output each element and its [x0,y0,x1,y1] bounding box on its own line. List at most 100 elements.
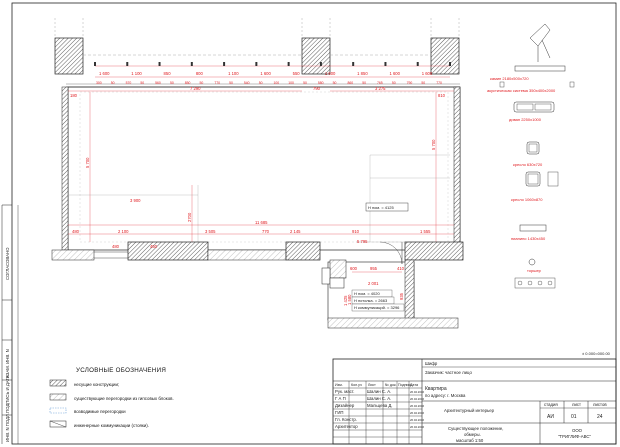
dim-top-small: 540 [244,81,250,85]
agreed-label: СОГЛАСОВАНО [5,247,10,280]
sheet-title-3: масштаб 1:50 [456,438,484,443]
room-height-label: H пом. = 4125 [368,205,394,210]
column-bottom-left [127,241,209,261]
dim-bottom: 3 505 [205,229,216,234]
furniture-armchair-2: кресло 1060х870 [511,197,543,202]
dim-top-small: 580 [318,81,324,85]
person-date: 26.02.2016 [410,397,424,401]
dim-bottom: 2 100 [118,229,129,234]
person-date: 26.02.2016 [410,390,424,394]
dim-top-small: 50 [200,81,204,85]
sheets-label: листов [593,402,607,407]
legend: УСЛОВНЫЕ ОБОЗНАЧЕНИЯ несущие конструкции… [49,367,174,428]
dim-top-small: 50 [362,81,366,85]
side-stamp: СОГЛАСОВАНО ИНВ. N ПОДЛ. ПОДПИСЬ И ДАТА … [1,204,19,444]
dim-right-vertical: 5 700 [431,139,436,150]
object-line2: по адресу: г. Москва [425,393,466,398]
sheet-label: лист [572,402,581,407]
dim-top-small: 50 [229,81,233,85]
legend-swatch-new-walls [49,407,67,414]
title-col-header: Кол.уч [351,383,362,387]
dim-bottom: 480 [72,229,80,234]
legend-item-risers: инженерные коммуникации (стояки). [74,423,149,428]
furniture-sofa: диван 2250х1000 [509,117,542,122]
dim-top-small: 50 [333,81,337,85]
dim-410: 410 [397,266,405,271]
dim-480: 480 [112,244,120,249]
armchair-shape-2 [525,171,541,187]
sofa-shape [513,101,555,113]
dim-mid-vertical: 2700 [187,212,192,222]
comm-height: H коммуникаций. = 3296 [354,305,400,310]
elevation-mark: ± 0.000=000.00 [582,351,611,356]
dim-top-red: 1 100 [228,71,239,76]
sheet-frame [11,2,617,445]
stage-label: стадия [544,402,558,407]
dim-450: 450 [150,244,158,249]
dim-top-small: 50 [170,81,174,85]
dim-top-red: 1 100 [131,71,142,76]
table-shape [514,277,556,289]
furniture-floor-lamp: торшер [527,268,542,273]
dim-top-small: 560 [155,81,161,85]
person-name: Шалин С. А. [367,396,391,401]
dim-top-small: 50 [392,81,396,85]
dim-top-red: 1 850 [357,71,368,76]
furniture-panel: камин 2180х500х720 акустическая система … [487,23,575,289]
dim-top-small: 770 [214,81,220,85]
piano-shape [519,224,547,232]
lamp-sketch [529,23,551,62]
dim-overall-mid: 790 [313,86,321,91]
person-name: Мальцева Д. [367,403,393,408]
dim-5795: 5 795 [357,239,368,244]
sheet-value: 01 [571,414,577,420]
legend-title: УСЛОВНЫЕ ОБОЗНАЧЕНИЯ [76,367,166,374]
legend-item-gypsum: существующие перегородки из гипсовых бло… [74,396,174,401]
inv-num-label: ИНВ. N ПОДЛ. [5,413,10,442]
person-role: Архитектор [335,424,358,429]
title-col-header: Дата [410,383,418,387]
dim-bottom: 910 [352,229,360,234]
furniture-armchair-1: кресло 630х720 [513,162,543,167]
floor-lamp-shape [528,258,536,266]
dim-bottom: 2 145 [290,229,301,234]
dim-top-red: 1 600 [389,71,400,76]
person-role: Гл. Констр. [335,417,357,422]
dim-overall-left: 7 290 [190,86,201,91]
dim-top-red: 1 600 [422,71,433,76]
sheet-title-1: Существующее положение, [448,426,503,431]
person-role: Рук. маст. [335,389,354,394]
title-col-header: Подпись [398,383,412,387]
dim-overall-right: 3 275 [375,86,386,91]
legend-swatch-bearing [49,379,67,387]
dim-left-small: 180 [70,93,78,98]
column-bottom-mid [285,241,321,261]
dim-1425: 1 425 [343,295,348,306]
room-height-2: H пом. = 4020 [354,291,380,296]
dim-1580: 1 580 [347,294,352,305]
dim-top-small: 100 [274,81,280,85]
furniture-fireplace: камин 2180х500х720 [490,76,529,81]
person-date: 26.02.2016 [410,404,424,408]
dim-top-small: 860 [347,81,353,85]
dim-left-vertical: 5 700 [85,157,90,168]
code-label: Шифр [425,361,438,366]
person-role: Г А П [335,396,346,401]
stage-value: АИ [547,414,554,420]
dim-bottom: 1 555 [420,229,431,234]
person-date: 26.02.2016 [410,425,424,429]
section-label: Архитектурный интерьер [444,408,495,413]
dim-top-small: 300 [96,81,102,85]
person-name: Шалин С. А. [367,389,391,394]
dim-top-small: 570 [126,81,132,85]
legend-item-bearing: несущие конструкции; [74,382,119,387]
company-line1: ООО [572,428,583,433]
column-top-mid [301,37,331,75]
signature-date-label: ПОДПИСЬ И ДАТА [5,375,10,413]
fireplace-shape [514,65,566,72]
furniture-piano: пианино 1430х450 [511,236,546,241]
dim-955: 955 [370,266,378,271]
